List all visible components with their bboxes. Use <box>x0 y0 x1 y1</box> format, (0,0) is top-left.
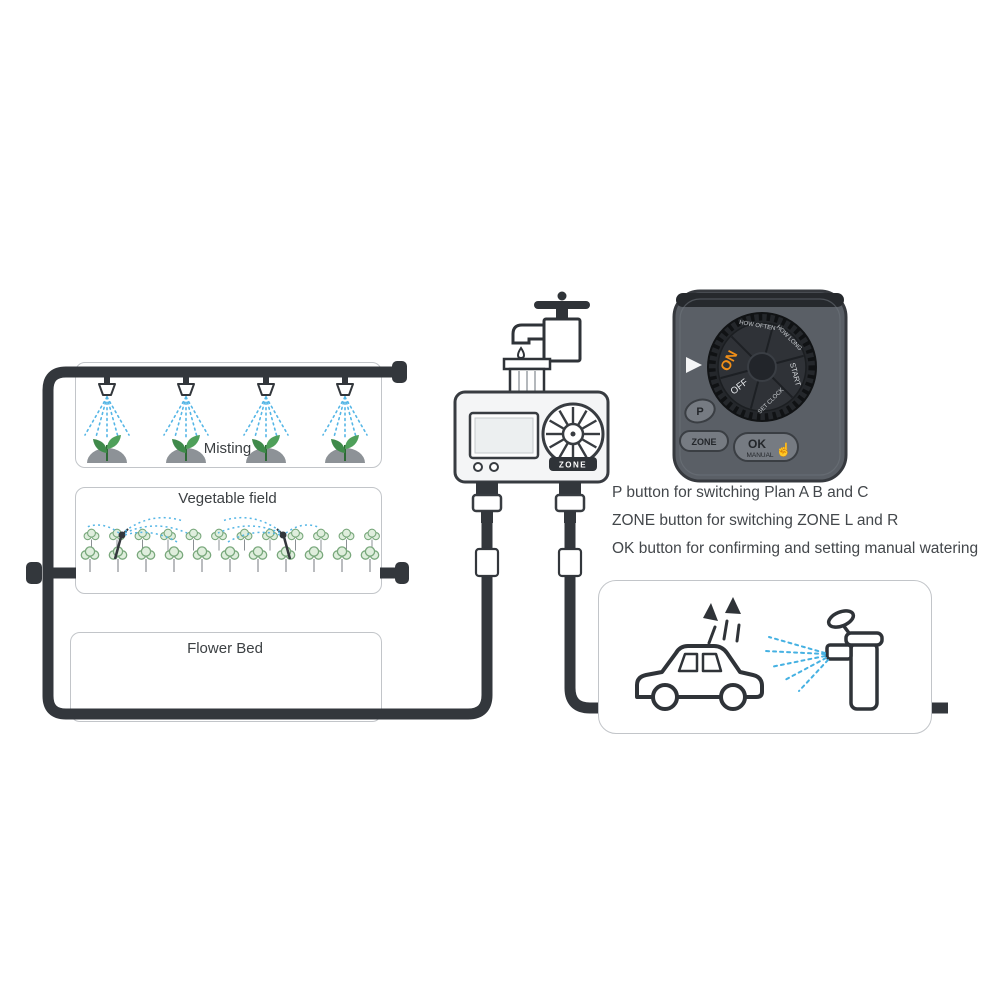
instruction-line-zone: ZONE button for switching ZONE L and R <box>612 512 899 529</box>
zone-button-label: ZONE <box>691 437 716 447</box>
misting-label: Misting <box>203 440 252 457</box>
vegetable-row-front <box>80 546 380 573</box>
ok-manual-button: OK MANUAL ☝ <box>733 432 799 462</box>
button-instructions: P button for switching Plan A B and C ZO… <box>612 482 990 566</box>
water-spray-icon <box>764 636 829 692</box>
car-icon <box>635 644 764 711</box>
water-timer-device: ZONE <box>453 291 610 523</box>
flower-bed-label: Flower Bed <box>187 640 263 657</box>
device-edge-highlight <box>679 298 841 476</box>
vegetable-field-illustration <box>80 516 380 573</box>
main-pipe-loop <box>42 366 493 720</box>
misting-zone-box <box>75 362 382 468</box>
device-top-edge <box>676 293 844 307</box>
zone-button: ZONE <box>679 430 729 452</box>
p-button-label: P <box>696 406 703 418</box>
sprinkler-right-icon <box>217 516 319 560</box>
instruction-line-p: P button for switching Plan A B and C <box>612 484 869 501</box>
dial-pointer-icon <box>686 357 702 373</box>
sprinkler-left-icon <box>86 516 188 560</box>
hose-coupler-right <box>557 547 583 578</box>
hand-icon: ☝ <box>776 441 792 458</box>
small-button-icon <box>473 462 483 472</box>
zone-indicator-label: ZONE <box>559 461 587 470</box>
ok-button-label: OK <box>748 437 766 451</box>
p-button: P <box>684 398 716 424</box>
lcd-display-area <box>474 417 534 454</box>
pipe-tee-cap <box>26 562 42 584</box>
outlet-left-icon <box>471 482 503 523</box>
vegetable-zone-box <box>75 487 382 594</box>
hose-coupler-left <box>474 547 500 578</box>
honk-lines-icon <box>703 597 741 645</box>
car-wash-illustration <box>635 597 884 711</box>
car-wash-usage-box <box>598 580 932 734</box>
outlet-right-icon <box>554 482 586 523</box>
timer-dial-closeup: ON OFF SET CLOCK START HOW LONG HOW OFTE… <box>672 289 848 483</box>
closeup-dial-icon: ON OFF SET CLOCK START HOW LONG HOW OFTE… <box>707 312 817 422</box>
manual-button-label: MANUAL <box>746 452 773 459</box>
vegetable-field-label: Vegetable field <box>178 490 277 507</box>
faucet-icon <box>511 291 590 363</box>
pipe-end-cap <box>392 361 407 383</box>
flower-bed-zone-box <box>70 632 382 722</box>
pipe-end-cap-right <box>395 562 409 584</box>
zone-indicator-pill <box>549 457 597 471</box>
timer-dial-icon <box>541 402 605 466</box>
small-button-icon <box>489 462 499 472</box>
right-zone-hose <box>564 500 606 714</box>
spray-gun-icon <box>825 609 884 711</box>
instruction-line-ok: OK button for confirming and setting man… <box>612 540 979 557</box>
